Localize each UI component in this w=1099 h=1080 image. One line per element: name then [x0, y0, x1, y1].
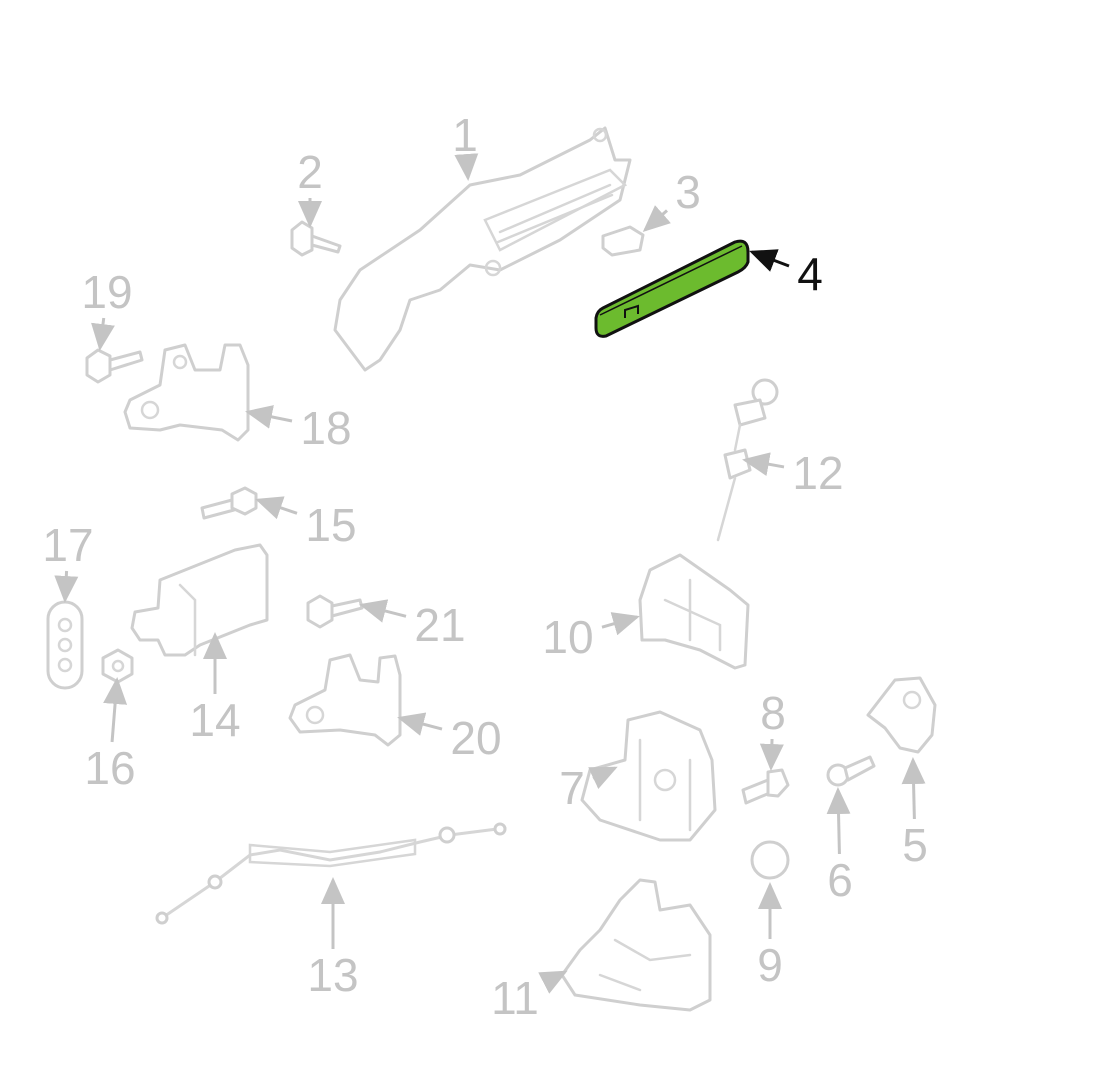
callout-label[interactable]: 9 [757, 939, 783, 991]
callout-21[interactable]: 21 [359, 599, 466, 651]
callout-label[interactable]: 2 [297, 146, 323, 198]
callout-label[interactable]: 13 [307, 949, 358, 1001]
callout-label[interactable]: 6 [827, 854, 853, 906]
callout-label[interactable]: 15 [305, 499, 356, 551]
callout-arrow [749, 249, 790, 272]
part-6-bolt[interactable] [826, 755, 876, 787]
callout-1[interactable]: 1 [452, 109, 479, 181]
callout-19[interactable]: 19 [81, 266, 133, 351]
callout-label[interactable]: 17 [42, 519, 93, 571]
callout-14[interactable]: 14 [189, 632, 241, 746]
callout-arrow [454, 153, 479, 181]
part-8-screw[interactable] [741, 768, 790, 805]
callout-8[interactable]: 8 [759, 687, 786, 771]
callout-16[interactable]: 16 [84, 677, 136, 794]
callout-7[interactable]: 7 [559, 762, 618, 814]
callout-label[interactable]: 10 [542, 611, 593, 663]
callout-label[interactable]: 11 [491, 972, 539, 1024]
callout-label[interactable]: 20 [450, 712, 501, 764]
callout-arrow [397, 712, 443, 736]
callout-20[interactable]: 20 [397, 712, 502, 764]
callout-6[interactable]: 6 [826, 787, 853, 906]
callout-arrow [359, 599, 407, 623]
part-21-bolt[interactable] [306, 594, 364, 629]
callout-label[interactable]: 18 [300, 402, 351, 454]
callout-arrow [91, 317, 115, 351]
callout-arrow [742, 452, 785, 477]
callout-arrow [538, 970, 568, 994]
part-14-check-strap[interactable] [130, 543, 269, 657]
callout-label[interactable]: 21 [414, 599, 465, 651]
part-2-screw[interactable] [290, 220, 342, 257]
callout-arrow [901, 757, 926, 820]
callout-label[interactable]: 4 [797, 248, 823, 300]
callout-3[interactable]: 3 [642, 166, 701, 232]
part-20-hinge[interactable] [288, 653, 402, 747]
callout-2[interactable]: 2 [297, 146, 323, 228]
callout-arrow [759, 738, 784, 771]
part-18-hinge[interactable] [123, 343, 250, 442]
callout-18[interactable]: 18 [245, 402, 352, 454]
part-1-handle-frame[interactable] [333, 126, 632, 372]
part-10-actuator[interactable] [638, 553, 750, 670]
callout-label[interactable]: 5 [902, 819, 928, 871]
part-4-handle-cover[interactable] [594, 239, 750, 338]
part-17-bumper[interactable] [46, 600, 84, 690]
part-9-grommet[interactable] [750, 840, 790, 880]
part-12-lock-rod[interactable] [716, 378, 779, 542]
callout-arrow [642, 205, 671, 232]
part-13-cable[interactable] [155, 822, 507, 925]
callout-arrow [103, 677, 128, 743]
callout-arrow [255, 496, 298, 520]
callout-arrow [588, 766, 618, 790]
part-5-striker[interactable] [866, 676, 937, 754]
part-7-latch[interactable] [580, 710, 717, 842]
callout-label[interactable]: 1 [452, 109, 478, 161]
callout-13[interactable]: 13 [307, 877, 359, 1001]
callout-arrow [54, 570, 79, 603]
callout-label[interactable]: 12 [792, 447, 843, 499]
callout-4[interactable]: 4 [749, 248, 823, 300]
part-16-nut[interactable] [101, 648, 134, 684]
callout-label[interactable]: 19 [81, 266, 132, 318]
callout-label[interactable]: 3 [675, 166, 701, 218]
callout-9[interactable]: 9 [757, 882, 783, 991]
callout-12[interactable]: 12 [742, 447, 844, 499]
callout-arrow [601, 612, 640, 636]
parts [46, 126, 937, 1012]
part-11-bracket[interactable] [560, 878, 712, 1012]
callout-arrow [245, 405, 293, 429]
callout-11[interactable]: 11 [491, 970, 568, 1024]
callout-label[interactable]: 14 [189, 694, 240, 746]
callout-5[interactable]: 5 [901, 757, 928, 871]
callout-label[interactable]: 16 [84, 742, 135, 794]
callout-15[interactable]: 15 [255, 496, 357, 551]
callout-label[interactable]: 8 [760, 687, 786, 739]
part-3-clip[interactable] [601, 225, 645, 257]
callout-label[interactable]: 7 [559, 762, 585, 814]
part-19-bolt[interactable] [85, 348, 144, 384]
part-15-bolt[interactable] [200, 486, 258, 520]
callout-17[interactable]: 17 [42, 519, 94, 603]
callout-10[interactable]: 10 [542, 611, 640, 663]
callout-arrow [826, 787, 851, 855]
